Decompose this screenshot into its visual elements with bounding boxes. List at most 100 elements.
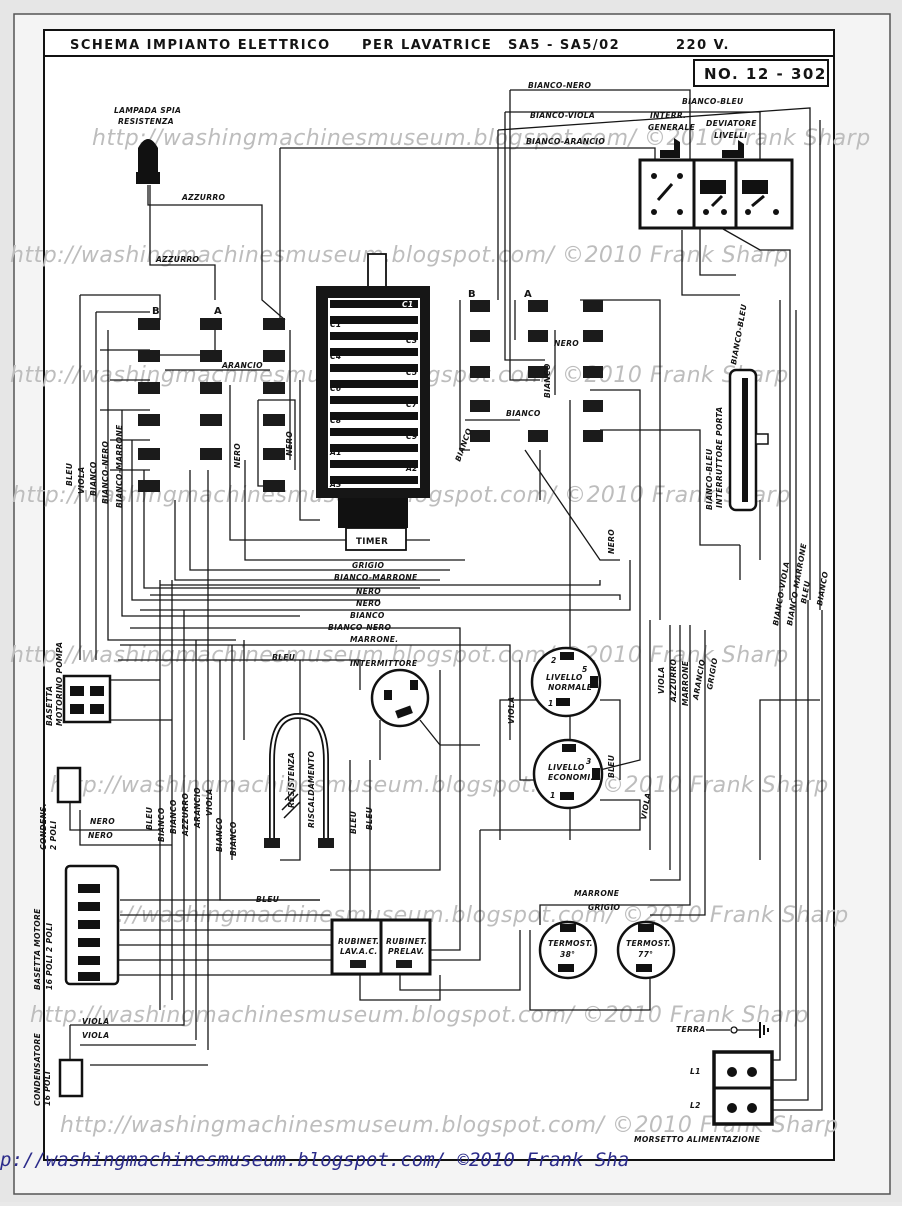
terminal: [138, 414, 160, 426]
ground-hatch-icon: [281, 789, 301, 819]
title-per: PER LAVATRICE: [362, 38, 492, 53]
terminal: [200, 448, 222, 460]
wire-label: NERO: [88, 831, 113, 840]
wire-label: BIANCO-NERO: [328, 623, 392, 632]
wire-label: NERO: [233, 443, 242, 468]
livello-label: LIVELLO: [548, 763, 585, 772]
basetta-pompa: BASETTA MOTORINO POMPA: [45, 642, 112, 726]
condensatore-label: 16 POLI: [43, 1071, 52, 1106]
livello-label: LIVELLO: [546, 673, 583, 682]
wire-label: AZZURRO: [669, 658, 678, 703]
group-letter-a: A: [524, 289, 532, 300]
terminal: [470, 330, 490, 342]
watermark: http://washingmachinesmuseum.blogspot.co…: [10, 243, 789, 268]
wire-label: BIANCO-NERO: [528, 81, 592, 90]
terminal-number: 5: [582, 665, 588, 674]
termost-label: TERMOST.: [626, 939, 671, 948]
terminal: [138, 350, 160, 362]
timer-contact: C1: [330, 320, 341, 329]
wire-label: NERO: [356, 587, 381, 596]
watermark: http://washingmachinesmuseum.blogspot.co…: [50, 773, 829, 798]
terminal: [263, 480, 285, 492]
terminal: [528, 300, 548, 312]
wire-label: ARANCIO: [221, 361, 263, 370]
wire-label: BIANCO: [506, 409, 541, 418]
terminal: [200, 318, 222, 330]
switch-lever-icon: [722, 140, 744, 158]
motore-label: BASETTA MOTORE: [33, 908, 42, 990]
wire-label: BIANCO: [229, 821, 238, 856]
wire-label: ARANCIO: [193, 787, 202, 829]
wire-label: AZZURRO: [181, 193, 226, 202]
terminal: [528, 366, 548, 378]
timer-contacts: [330, 300, 418, 484]
terminal: [470, 366, 490, 378]
deviatore-label: DEVIATORE: [706, 119, 757, 128]
terminal: [470, 400, 490, 412]
wire-label: BLEU: [349, 811, 358, 834]
deviatore-label: LIVELLI: [714, 131, 747, 140]
wire-label: BLEU: [272, 653, 295, 662]
timer-contact: C8: [330, 416, 341, 425]
left-terminal-group: B A: [138, 306, 285, 492]
rubinet-label: LAV.A.C.: [340, 947, 378, 956]
wire-label: BIANCO-VIOLA: [530, 111, 595, 120]
terminal: [528, 430, 548, 442]
terminal-number: 1: [548, 699, 554, 708]
termostati: TERMOST. 38° TERMOST. 77°: [538, 920, 676, 980]
livello-economico: LIVELLO ECONOMI. 3 1: [532, 738, 604, 810]
terminal: [200, 414, 222, 426]
terminal-number: 3: [586, 757, 592, 766]
wire-label: BLEU: [365, 807, 374, 830]
lampada-label: LAMPADA SPIA: [114, 106, 181, 115]
timer-contact: A3: [329, 480, 342, 489]
wire-label: BIANCO: [215, 817, 224, 852]
terra-label: TERRA: [676, 1025, 705, 1034]
terminal: [138, 318, 160, 330]
title-block: SCHEMA IMPIANTO ELETTRICO PER LAVATRICE …: [70, 38, 829, 87]
terminal: [528, 330, 548, 342]
switch-lever-icon: [660, 138, 680, 158]
wire-label: BIANCO: [169, 799, 178, 834]
motore-label: 16 POLI 2 POLI: [45, 923, 54, 990]
lampada-spia: LAMPADA SPIA RESISTENZA: [114, 106, 181, 184]
wire-label: VIOLA: [507, 697, 516, 724]
wire-label: NERO: [90, 817, 115, 826]
wire-label: BIANCO-BLEU: [705, 449, 714, 510]
terminal: [138, 448, 160, 460]
livello-label: ECONOMI.: [548, 773, 594, 782]
terminal: [138, 480, 160, 492]
terminal: [583, 366, 603, 378]
wire-label: BLEU: [65, 463, 74, 486]
basetta-motore: BASETTA MOTORE 16 POLI 2 POLI: [33, 864, 120, 990]
wire-label: MARRONE: [681, 660, 690, 706]
right-terminal-group: B A: [468, 289, 603, 442]
watermarks: http://washingmachinesmuseum.blogspot.co…: [10, 126, 870, 1138]
termost-label: 38°: [560, 950, 575, 959]
terminal: [583, 400, 603, 412]
rubinet-label: PRELAV.: [388, 947, 424, 956]
plate-number: NO. 12 - 302: [704, 65, 827, 83]
terminal: [200, 382, 222, 394]
wire-label: BIANCO: [543, 363, 552, 398]
terminal: [583, 300, 603, 312]
wire-label: BLEU: [607, 755, 616, 778]
wire-label: BLEU: [256, 895, 279, 904]
switch-block: INTERR. GENERALE DEVIATORE LIVELLI: [638, 111, 794, 230]
wire-label: BIANCO: [350, 611, 385, 620]
intermittore-label: INTERMITTORE: [350, 659, 418, 668]
timer-contact: C1: [402, 300, 413, 309]
condens-label: 2 POLI: [49, 821, 58, 850]
timer: C1 C1 C4 C3 C6 C5 C8 C7 A1 C9 A3 A2 TIME…: [316, 253, 430, 551]
terminal: [583, 430, 603, 442]
model: SA5 - SA5/02: [508, 38, 620, 53]
wire-label: BIANCO-NERO: [101, 440, 110, 504]
livello-normale: LIVELLO NORMALE 2 5 1: [530, 646, 602, 718]
terminal: [263, 350, 285, 362]
termost-label: TERMOST.: [548, 939, 593, 948]
timer-contact: A1: [329, 448, 342, 457]
voltage: 220 V.: [676, 38, 730, 53]
lampada-label: RESISTENZA: [118, 117, 174, 126]
terminal: [470, 430, 490, 442]
terminal: [200, 350, 222, 362]
